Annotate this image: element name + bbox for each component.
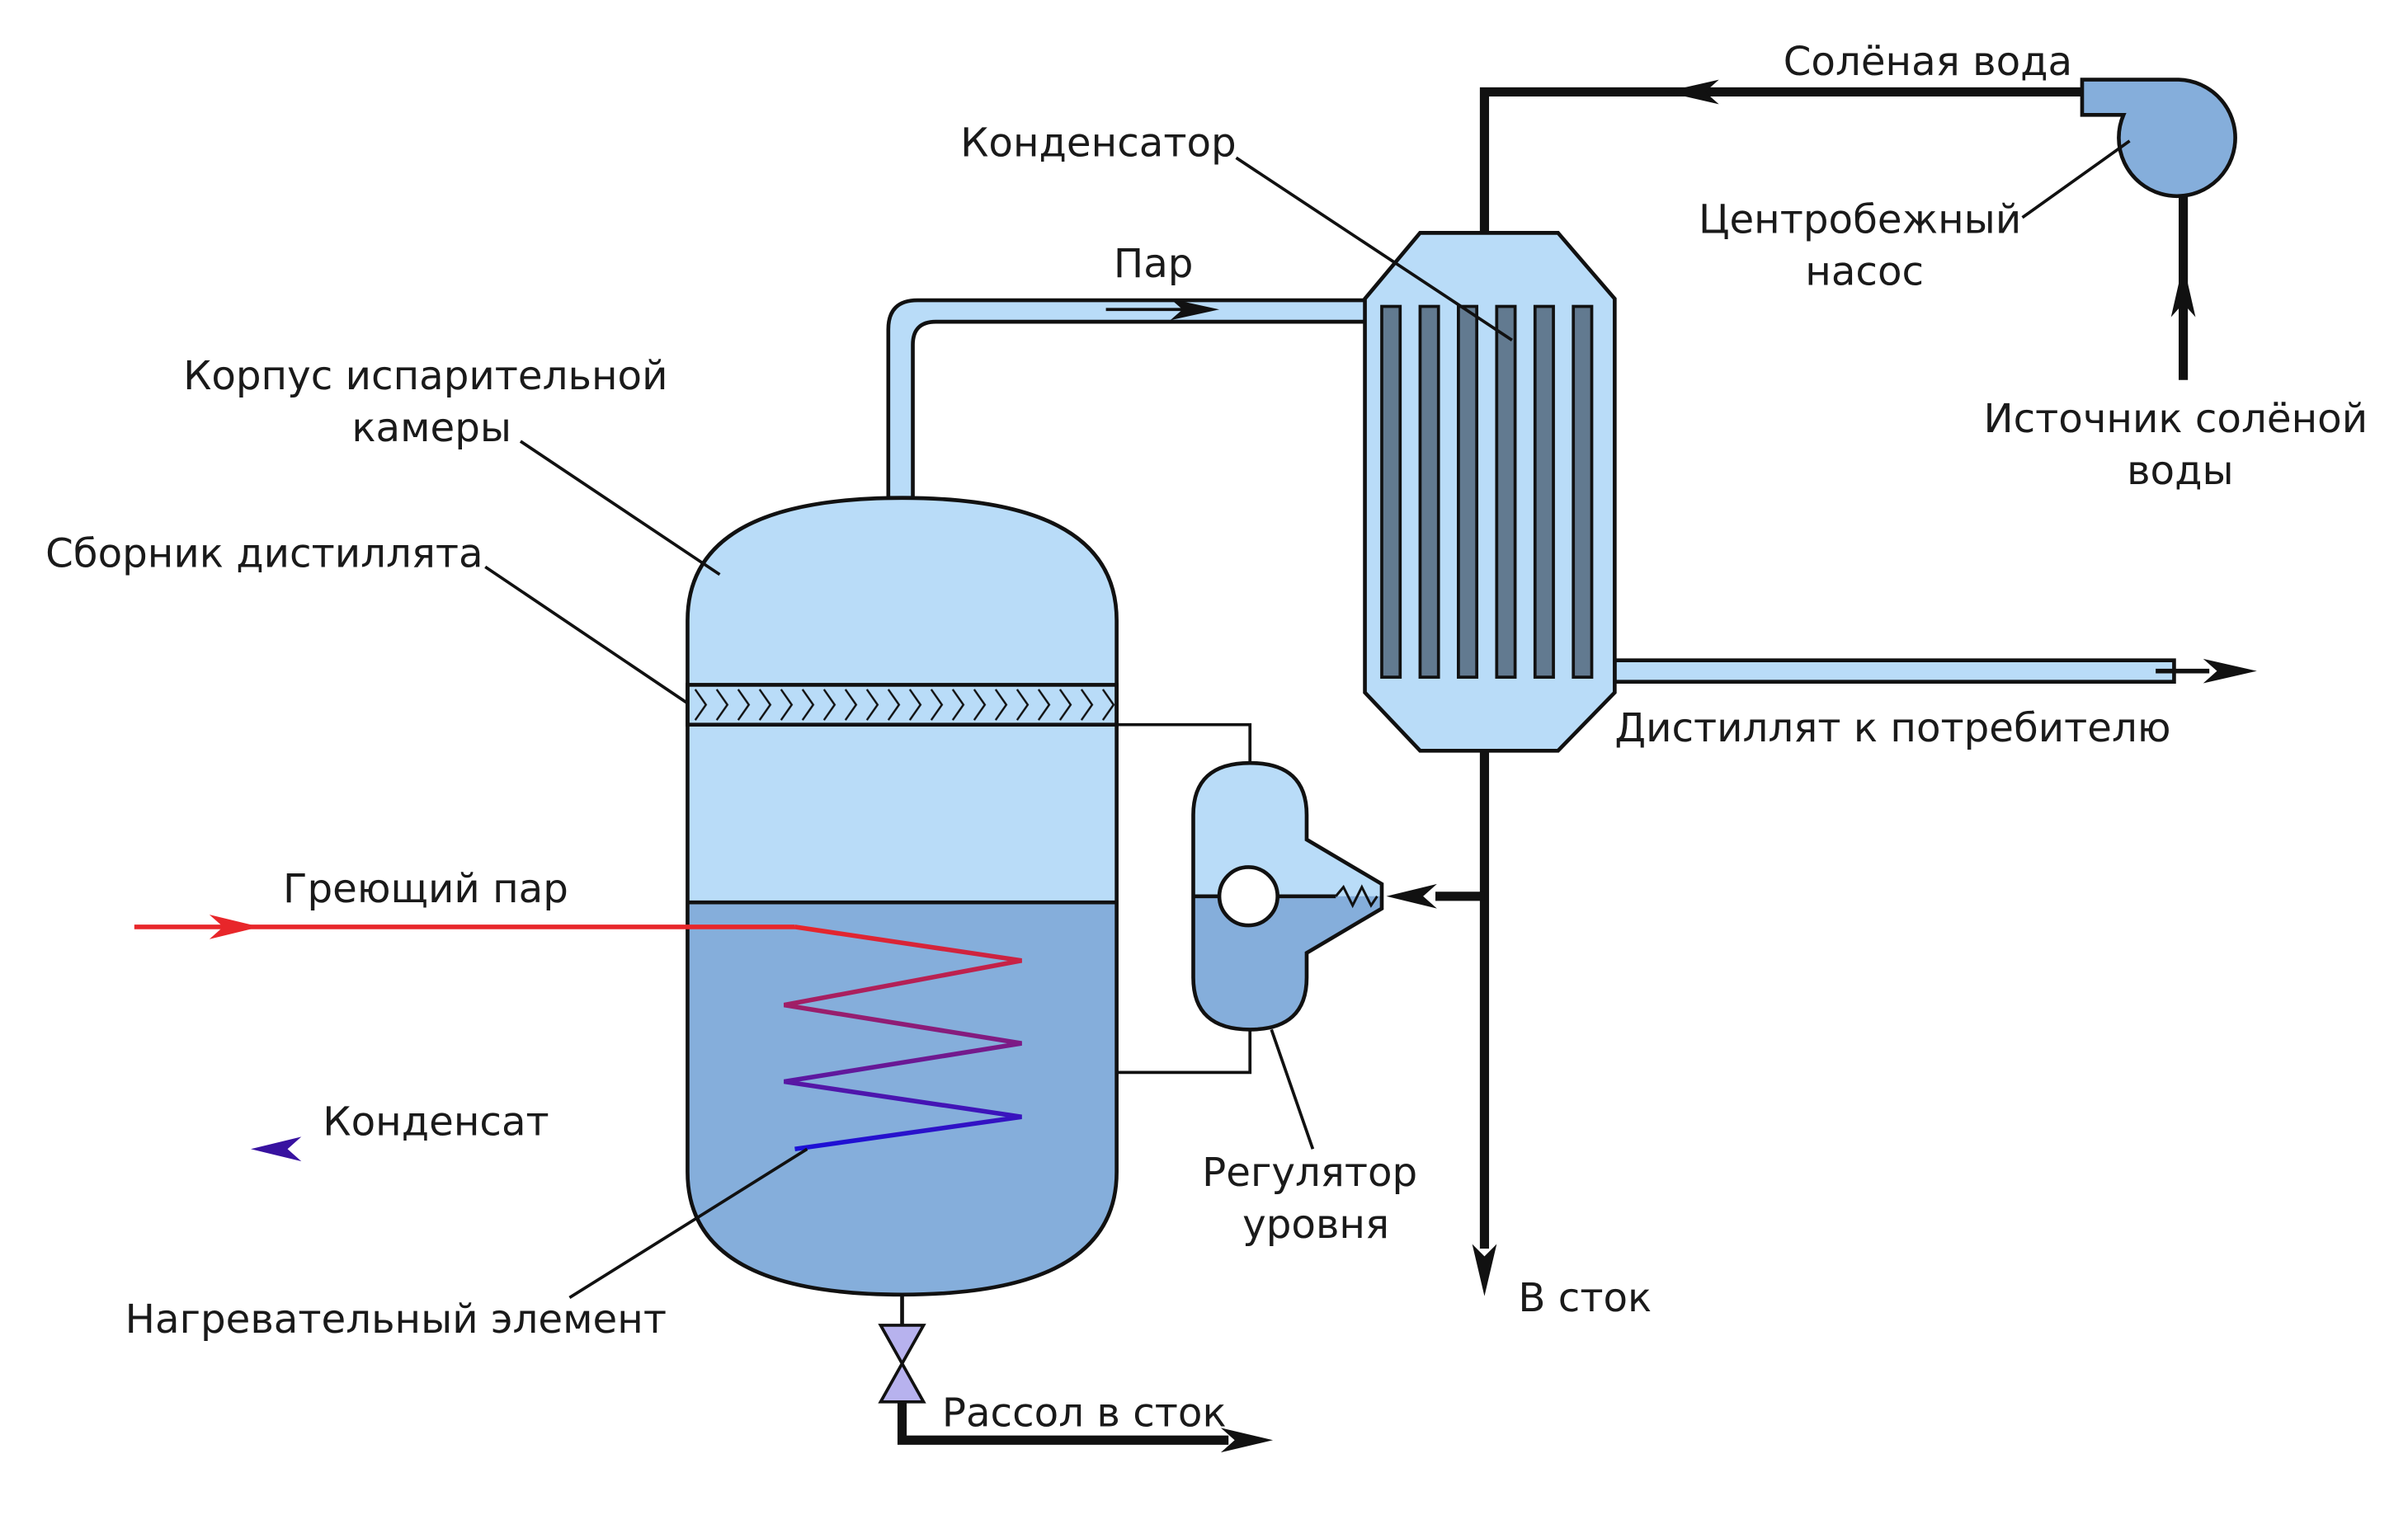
label-heating-steam: Греющий пар	[283, 866, 568, 912]
salt-water-arrow-icon	[1665, 79, 1719, 105]
distillate-pipe	[1613, 658, 2176, 685]
label-source-2: воды	[2127, 448, 2234, 494]
label-body-2: камеры	[351, 405, 511, 451]
label-source-1: Источник солёной	[1983, 396, 2368, 442]
label-heater: Нагревательный элемент	[125, 1296, 667, 1343]
regulator-spring-icon	[1335, 884, 1378, 909]
label-distillate: Дистиллят к потребителю	[1614, 705, 2170, 751]
leader-body	[519, 440, 721, 576]
label-condensate: Конденсат	[323, 1099, 549, 1146]
label-pump-2: насос	[1805, 249, 1924, 295]
regulator-lower-line	[1116, 1029, 1252, 1075]
condenser	[1363, 231, 1617, 753]
label-steam: Пар	[1114, 241, 1194, 287]
drain-arrow-icon	[1472, 1244, 1497, 1296]
heating-steam-arrow-icon	[209, 915, 261, 939]
source-arrow-icon	[2170, 263, 2196, 318]
leader-collector	[484, 565, 689, 705]
leader-heater	[568, 1147, 808, 1300]
leader-regulator	[1270, 1028, 1315, 1150]
salt-water-pipe	[1479, 87, 2082, 233]
leader-condenser	[1235, 156, 1513, 341]
label-regulator-1: Регулятор	[1202, 1150, 1417, 1196]
label-regulator-2: уровня	[1242, 1202, 1389, 1248]
brine-pipe	[897, 1401, 1229, 1445]
centrifugal-pump	[2080, 78, 2237, 199]
condensate-arrow-icon	[251, 1136, 302, 1162]
level-regulator	[1191, 760, 1384, 1032]
label-brine: Рассол в сток	[942, 1390, 1227, 1437]
brine-arrow-icon	[1220, 1428, 1274, 1453]
evaporator-vessel	[686, 496, 1119, 1297]
regulator-float	[1217, 865, 1279, 928]
distillate-arrow-icon	[2203, 658, 2257, 684]
label-collector: Сборник дистиллята	[45, 530, 483, 576]
label-pump-1: Центробежный	[1699, 196, 2021, 242]
brine-valve-icon	[878, 1324, 926, 1404]
label-salt-water: Солёная вода	[1784, 39, 2072, 85]
label-drain: В сток	[1518, 1275, 1652, 1321]
regulator-feed-arrow-icon	[1386, 883, 1437, 909]
regulator-upper-line	[1116, 722, 1252, 764]
steam-pipe	[886, 298, 1369, 501]
steam-arrow-icon	[1170, 299, 1220, 321]
leader-pump	[2021, 139, 2131, 219]
heating-coil	[783, 924, 1022, 1152]
label-body-1: Корпус испарительной	[183, 353, 667, 399]
distillate-collector	[686, 683, 1119, 727]
label-condenser: Конденсатор	[960, 120, 1237, 166]
